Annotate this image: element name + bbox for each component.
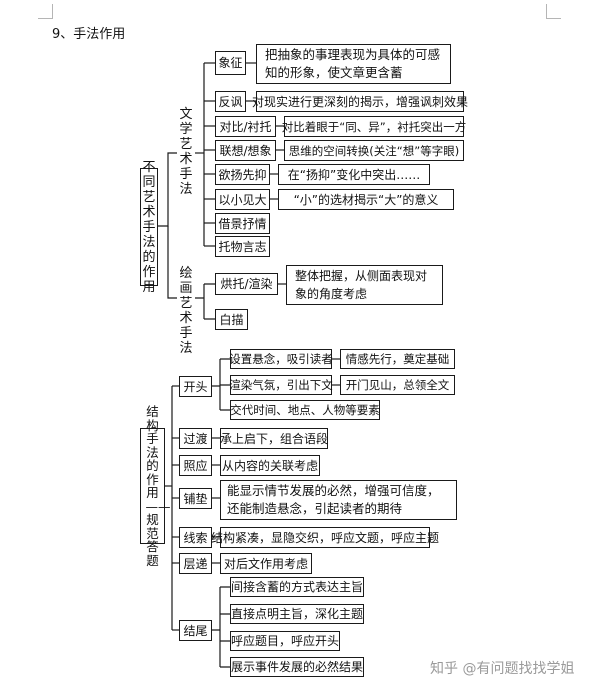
desc-irony: 对现实进行更深刻的揭示，增强讽刺效果 bbox=[252, 91, 468, 112]
page-title: 9、手法作用 bbox=[52, 27, 126, 42]
item-small-to-large: 以小见大 bbox=[215, 189, 270, 210]
sub-ending-echo: 呼应题目，呼应开头 bbox=[230, 631, 340, 651]
group-label-literary: 文学艺术手法 bbox=[179, 107, 193, 197]
desc-contrast: 对比着眼于“同、异”，衬托突出一方 bbox=[282, 116, 466, 137]
item-ending: 结尾 bbox=[179, 620, 212, 641]
item-foreshadow: 铺垫 bbox=[179, 488, 212, 509]
sub-ending-implicit: 间接含蓄的方式表达主旨 bbox=[230, 577, 364, 597]
corner-mark-top-left bbox=[38, 4, 53, 19]
item-line-drawing: 白描 bbox=[215, 309, 248, 330]
item-scene-emotion: 借景抒情 bbox=[215, 213, 270, 234]
item-transition: 过渡 bbox=[179, 428, 212, 449]
root-node-art-techniques: 不同艺术手法的作用 bbox=[140, 160, 158, 295]
watermark: 知乎 @有问题找找学姐 bbox=[430, 661, 575, 677]
item-association: 联想/想象 bbox=[215, 140, 276, 161]
desc-small-to-large: “小”的选材揭示“大”的意义 bbox=[278, 189, 454, 210]
sub-ending-explicit: 直接点明主旨，深化主题 bbox=[230, 604, 364, 624]
desc-clue: 结构紧凑，显隐交织，呼应文题，呼应主题 bbox=[211, 527, 439, 548]
desc-foil-rendering: 整体把握，从侧面表现对象的角度考虑 bbox=[286, 265, 443, 305]
item-suppress-then-praise: 欲扬先抑 bbox=[215, 164, 270, 185]
desc-echo: 从内容的关联考虑 bbox=[220, 455, 320, 476]
item-echo: 照应 bbox=[179, 455, 212, 476]
sub-ending-inevitable: 展示事件发展的必然结果 bbox=[230, 657, 364, 677]
item-opening: 开头 bbox=[179, 376, 212, 397]
item-clue: 线索 bbox=[179, 527, 212, 548]
item-contrast: 对比/衬托 bbox=[215, 116, 276, 137]
desc-foreshadow: 能显示情节发展的必然，增强可信度，还能制造悬念，引起读者的期待 bbox=[220, 480, 457, 520]
item-irony: 反讽 bbox=[215, 91, 246, 112]
sub-opening-elements: 交代时间、地点、人物等要素 bbox=[230, 400, 380, 420]
item-object-aspiration: 托物言志 bbox=[215, 236, 270, 257]
corner-mark-top-right bbox=[546, 4, 561, 19]
sub-opening-atmosphere: 渲染气氛，引出下文 bbox=[229, 375, 333, 395]
sub-opening-suspense: 设置悬念，吸引读者 bbox=[229, 349, 333, 369]
desc-association: 思维的空间转换(关注“想”等字眼) bbox=[284, 140, 464, 161]
root-node-structure-techniques: 结构手法的作用——规范答题 bbox=[140, 405, 171, 567]
sub-opening-direct: 开门见山，总领全文 bbox=[340, 375, 455, 395]
item-foil-rendering: 烘托/渲染 bbox=[215, 273, 278, 295]
group-label-painting: 绘画艺术手法 bbox=[179, 266, 193, 356]
desc-progression: 对后文作用考虑 bbox=[220, 553, 312, 574]
item-symbolism: 象征 bbox=[215, 51, 246, 75]
desc-symbolism: 把抽象的事理表现为具体的可感知的形象，使文章更含蓄 bbox=[256, 44, 451, 84]
desc-transition: 承上启下，组合语段 bbox=[220, 428, 328, 449]
sub-opening-emotion: 情感先行，奠定基础 bbox=[340, 349, 455, 369]
item-progression: 层递 bbox=[179, 553, 212, 574]
desc-suppress-then-praise: 在“扬抑”变化中突出…… bbox=[278, 164, 430, 185]
